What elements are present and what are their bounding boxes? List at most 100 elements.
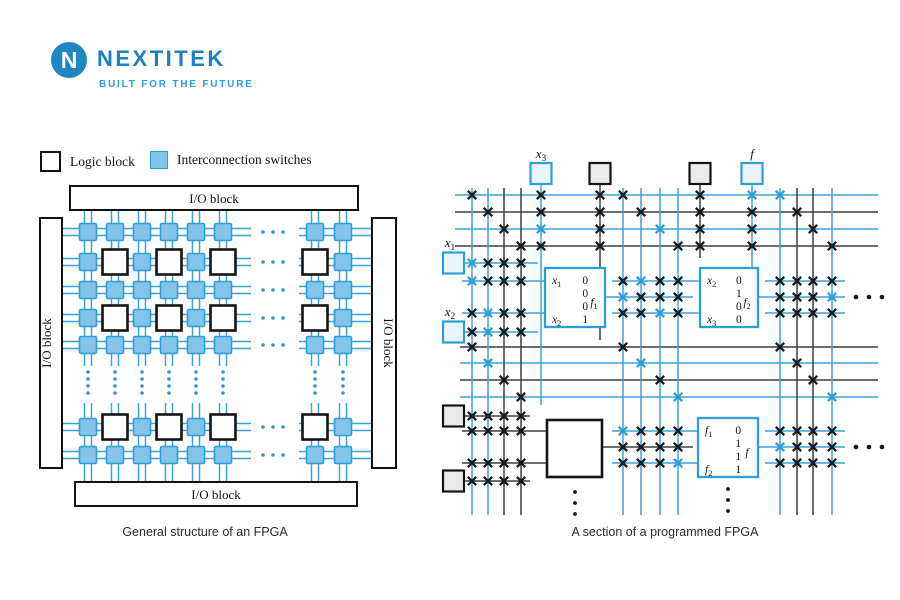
cross-stroke [515,240,527,252]
cross-stroke [515,391,527,403]
interconnection-switch [105,280,125,300]
cross-stroke [807,441,819,453]
open-switch-cross [672,441,684,453]
open-switch-cross [482,410,494,422]
ellipsis-dot [86,370,90,374]
ellipsis-dot [879,294,885,300]
ellipsis-dot [261,343,265,347]
io-pad-used [529,161,553,186]
logic-block [101,304,129,332]
logic-block [301,304,329,332]
open-switch-cross [791,206,803,218]
ellipsis-dot [573,490,577,494]
cross-stroke [826,391,838,403]
interconnection-switch [78,252,98,272]
ellipsis-dot [573,512,577,516]
programmed-switch-cross [746,189,758,201]
interconnection-switch [213,222,233,242]
programmed-logic-block [696,416,760,479]
truth-table-output-label: f [745,447,750,459]
io-pad-used [441,251,466,275]
ellipsis-dot [261,230,265,234]
io-block-label: I/O block [191,487,241,502]
open-switch-cross [807,374,819,386]
open-switch-cross [498,374,510,386]
cross-stroke [635,425,647,437]
ellipsis-dot [261,425,265,429]
open-switch-cross [774,425,786,437]
brand: N NEXTITEK BUILT FOR THE FUTURE [0,0,400,110]
ellipsis-dot [261,453,265,457]
ellipsis-dot [341,391,345,395]
open-switch-cross [654,441,666,453]
ellipsis-dot [261,316,265,320]
open-switch-cross [791,457,803,469]
cross-stroke [515,475,527,487]
cross-stroke [774,425,786,437]
cross-stroke [466,425,478,437]
truth-table-value: 1 [736,288,742,300]
ellipsis-dot [313,384,317,388]
open-switch-cross [617,189,629,201]
ellipsis-dot [313,370,317,374]
programmed-switch-cross [654,223,666,235]
io-block-label: I/O block [189,191,239,206]
open-switch-cross [482,457,494,469]
open-switch-cross [515,425,527,437]
programmed-switch-cross [617,425,629,437]
cross-stroke [498,425,510,437]
truth-table-value: 0 [582,288,588,300]
ellipsis-dot [879,444,885,450]
truth-table-input-label: f2 [705,464,712,478]
programmed-switch-cross [672,391,684,403]
interconnection-switch [186,445,206,465]
cross-stroke [594,206,606,218]
ellipsis-dot [341,377,345,381]
open-switch-cross [515,410,527,422]
cross-stroke [672,291,684,303]
interconnection-switch [305,280,325,300]
cross-stroke [617,457,629,469]
ellipsis-dot [167,370,171,374]
ellipsis-dot [853,444,859,450]
brand-tagline: BUILT FOR THE FUTURE [99,79,254,90]
open-switch-cross [535,206,547,218]
open-switch-cross [466,425,478,437]
truth-table-output-label: f2 [743,297,750,311]
logic-block [101,413,129,441]
interconnection-switch [132,445,152,465]
interconnection-switch [186,417,206,437]
ellipsis-dot [271,316,275,320]
programmed-switch-cross [466,257,478,269]
open-switch-cross [826,275,838,287]
interconnection-switch [213,335,233,355]
open-switch-cross [774,307,786,319]
cross-stroke [826,441,838,453]
cross-stroke [746,206,758,218]
cross-stroke [672,391,684,403]
open-switch-cross [694,240,706,252]
cross-stroke [617,307,629,319]
ellipsis-dot [271,230,275,234]
brand-name: NEXTITEK [97,46,226,71]
open-switch-cross [774,341,786,353]
truth-table-input-label: x1 [551,275,561,289]
open-switch-cross [594,189,606,201]
ellipsis-dot [726,498,730,502]
ellipsis-dot [281,453,285,457]
programmed-switch-cross [482,307,494,319]
open-switch-cross [498,257,510,269]
cross-stroke [635,457,647,469]
cross-stroke [482,425,494,437]
cross-stroke [791,307,803,319]
open-switch-cross [482,425,494,437]
open-switch-cross [826,425,838,437]
open-switch-cross [791,357,803,369]
open-switch-cross [515,326,527,338]
open-switch-cross [807,457,819,469]
interconnection-switch [132,222,152,242]
open-switch-cross [498,223,510,235]
cross-stroke [482,275,494,287]
